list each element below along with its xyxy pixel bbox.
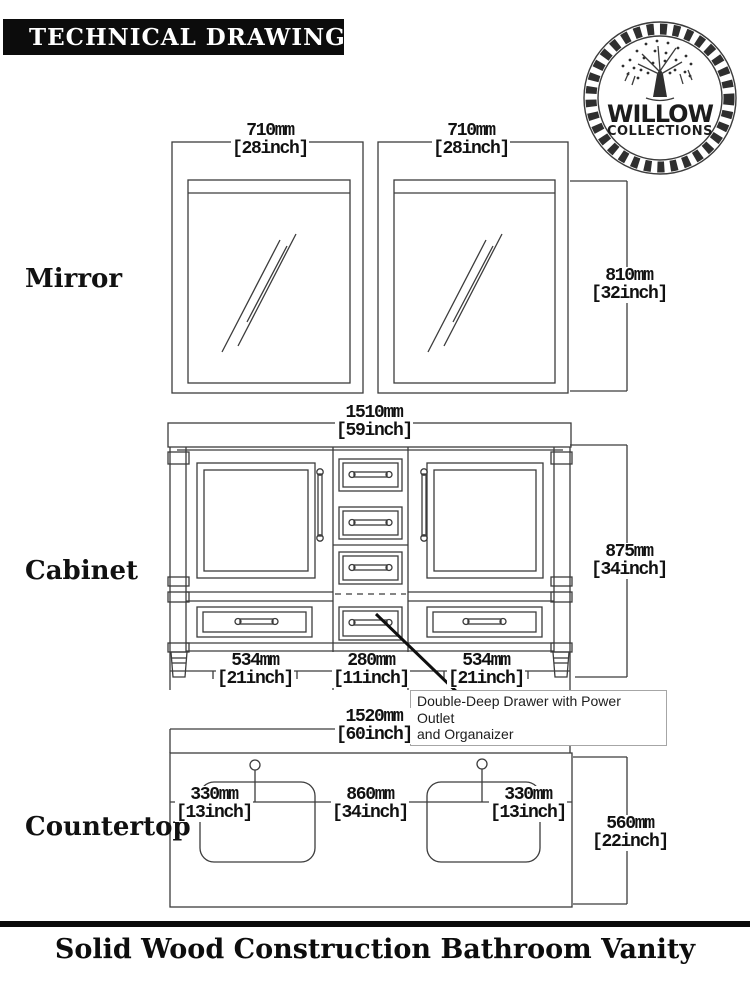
- logo-rope-ring: [585, 23, 735, 173]
- drawer-2: [338, 506, 403, 540]
- willow-tree-icon: [621, 39, 693, 102]
- dimension-mm-text: 330mm: [174, 786, 254, 804]
- double-deep-drawer-callout: Double-Deep Drawer with Power Outlet and…: [410, 690, 667, 746]
- dimension-mm-text: 330mm: [488, 786, 568, 804]
- dimension-inch-text: [22inch]: [590, 832, 669, 852]
- dimension-inch-text: [28inch]: [230, 139, 309, 159]
- left-foot: [170, 651, 188, 678]
- logo-brand-name: WILLOW: [606, 100, 714, 128]
- left-door-handle: [316, 468, 324, 542]
- dim-mirror-height: 810mm [32inch]: [589, 267, 669, 304]
- dimension-mm-text: 560mm: [590, 815, 670, 833]
- logo-inner-ring: [597, 35, 723, 161]
- section-label-cabinet: Cabinet: [25, 556, 139, 586]
- center-drawer-column: [332, 447, 409, 643]
- footer-rule: [0, 921, 750, 927]
- dim-countertop-left-sink: 330mm [13inch]: [174, 786, 254, 823]
- right-door-handle: [420, 468, 428, 542]
- section-label-countertop: Countertop: [25, 812, 191, 842]
- left-bottom-drawer: [196, 606, 313, 638]
- dim-countertop-center: 860mm [34inch]: [330, 786, 410, 823]
- logo-outer-ring: [583, 21, 737, 175]
- left-faucet-hole: [249, 759, 261, 802]
- dim-mirror-left-width: 710mm [28inch]: [230, 122, 310, 159]
- dimension-inch-text: [34inch]: [589, 560, 668, 580]
- dimension-mm-text: 860mm: [330, 786, 410, 804]
- brand-logo: [583, 21, 737, 175]
- title-bar: TECHNICAL DRAWING: [3, 19, 346, 55]
- dimension-inch-text: [60inch]: [334, 725, 413, 745]
- right-foot: [552, 651, 570, 678]
- callout-line-2: and Organaizer: [417, 726, 514, 742]
- right-faucet-hole: [476, 758, 488, 802]
- mirror-glass-reflection: [221, 233, 297, 353]
- drawer-3: [338, 551, 403, 585]
- callout-line-1: Double-Deep Drawer with Power Outlet: [417, 693, 621, 726]
- cabinet-rails: [186, 591, 554, 652]
- dim-countertop-width: 1520mm [60inch]: [334, 708, 414, 745]
- left-sink: [199, 781, 316, 863]
- dim-countertop-right-sink: 330mm [13inch]: [488, 786, 568, 823]
- dimension-inch-text: [11inch]: [331, 669, 410, 689]
- right-mirror: [377, 141, 569, 394]
- dim-cabinet-height: 875mm [34inch]: [589, 543, 669, 580]
- dim-countertop-depth: 560mm [22inch]: [590, 815, 670, 852]
- right-sink: [426, 781, 541, 863]
- mirror-glass-reflection: [427, 233, 503, 353]
- dim-cabinet-right-section: 534mm [21inch]: [446, 652, 526, 689]
- dimension-inch-text: [34inch]: [330, 803, 409, 823]
- dimension-inch-text: [13inch]: [174, 803, 253, 823]
- dimension-inch-text: [28inch]: [431, 139, 510, 159]
- mirror-drawing: [171, 141, 628, 394]
- dimension-inch-text: [59inch]: [334, 421, 413, 441]
- dim-cabinet-width: 1510mm [59inch]: [334, 404, 414, 441]
- dim-mirror-right-width: 710mm [28inch]: [431, 122, 511, 159]
- right-door: [426, 462, 544, 579]
- dimension-mm-text: 810mm: [589, 267, 669, 285]
- footer-title: Solid Wood Construction Bathroom Vanity: [54, 934, 696, 965]
- left-door: [196, 462, 316, 579]
- dimension-mm-text: 710mm: [431, 122, 511, 140]
- drawer-1: [338, 458, 403, 492]
- logo-brand-subtitle: COLLECTIONS: [606, 124, 714, 139]
- dimension-mm-text: 875mm: [589, 543, 669, 561]
- cabinet-drawing: [167, 422, 628, 700]
- dimension-inch-text: [32inch]: [589, 284, 668, 304]
- dim-cabinet-left-section: 534mm [21inch]: [215, 652, 295, 689]
- dimension-mm-text: 534mm: [215, 652, 295, 670]
- dimension-inch-text: [13inch]: [488, 803, 567, 823]
- left-mirror: [171, 141, 364, 394]
- dimension-mm-text: 534mm: [446, 652, 526, 670]
- dimension-inch-text: [21inch]: [215, 669, 294, 689]
- right-pilaster: [550, 447, 573, 678]
- dimension-inch-text: [21inch]: [446, 669, 525, 689]
- drawer-4-double-deep: [338, 606, 403, 641]
- dimension-mm-text: 710mm: [230, 122, 310, 140]
- dim-cabinet-center-section: 280mm [11inch]: [331, 652, 411, 689]
- section-label-mirror: Mirror: [25, 264, 123, 294]
- right-bottom-drawer: [426, 606, 543, 638]
- left-pilaster: [167, 447, 190, 678]
- dimension-mm-text: 1520mm: [334, 708, 414, 726]
- dimension-mm-text: 1510mm: [334, 404, 414, 422]
- dimension-mm-text: 280mm: [331, 652, 411, 670]
- countertop-outline: [169, 752, 573, 908]
- page-title: TECHNICAL DRAWING: [29, 23, 346, 51]
